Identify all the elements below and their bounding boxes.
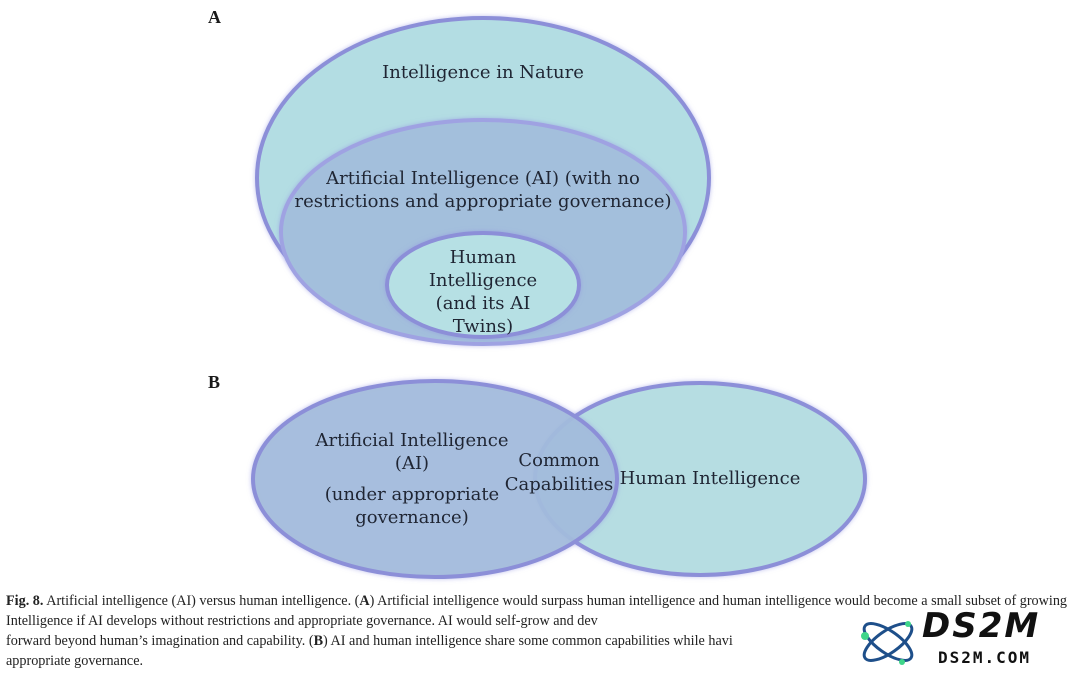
ai-label-line1: Artificial Intelligence (AI) (with no bbox=[325, 168, 640, 189]
overlap-line2: Capabilities bbox=[505, 474, 613, 495]
ai-b-line1: Artificial Intelligence bbox=[314, 430, 508, 451]
human-label-line4: Twins) bbox=[453, 316, 513, 337]
ai-b-line3: (under appropriate bbox=[325, 484, 499, 505]
caption-b-ref: B bbox=[313, 633, 324, 649]
ai-b-line4: governance) bbox=[355, 507, 468, 528]
caption-text-2: ) Artificial intelligence would surpass … bbox=[6, 593, 1068, 629]
logo-url: DS2M.COM bbox=[938, 648, 1032, 667]
ai-label-line2: restrictions and appropriate governance) bbox=[294, 191, 671, 212]
ai-b-line2: (AI) bbox=[395, 453, 429, 474]
venn-diagram: Intelligence in Nature Artificial Intell… bbox=[251, 16, 867, 579]
caption-text-4: ) AI and human intelligence share some c… bbox=[323, 633, 733, 649]
nature-label: Intelligence in Nature bbox=[382, 62, 584, 83]
human-ellipse-a bbox=[385, 231, 581, 339]
human-b-label: Human Intelligence bbox=[620, 468, 801, 489]
overlap-line1: Common bbox=[518, 450, 600, 471]
atom-logo-icon bbox=[861, 621, 914, 665]
human-label-line2: Intelligence bbox=[429, 270, 537, 291]
caption-fig-label: Fig. 8. bbox=[6, 593, 44, 609]
caption-text-1: Artificial intelligence (AI) versus huma… bbox=[43, 593, 360, 609]
caption-a-ref: A bbox=[359, 593, 370, 609]
figure-caption: Fig. 8. Artificial intelligence (AI) ver… bbox=[6, 591, 1076, 671]
panel-b-label: B bbox=[208, 372, 221, 392]
caption-text-5: appropriate governance. bbox=[6, 653, 144, 669]
ai-ellipse-b bbox=[251, 379, 619, 579]
watermark-overlay bbox=[786, 610, 1080, 676]
caption-text-3: forward beyond human’s imagination and c… bbox=[6, 633, 314, 649]
human-label-line3: (and its AI bbox=[436, 293, 531, 314]
human-label-line1: Human bbox=[450, 247, 517, 268]
logo-text: DS2M bbox=[922, 606, 1041, 646]
panel-a-label: A bbox=[208, 7, 221, 27]
